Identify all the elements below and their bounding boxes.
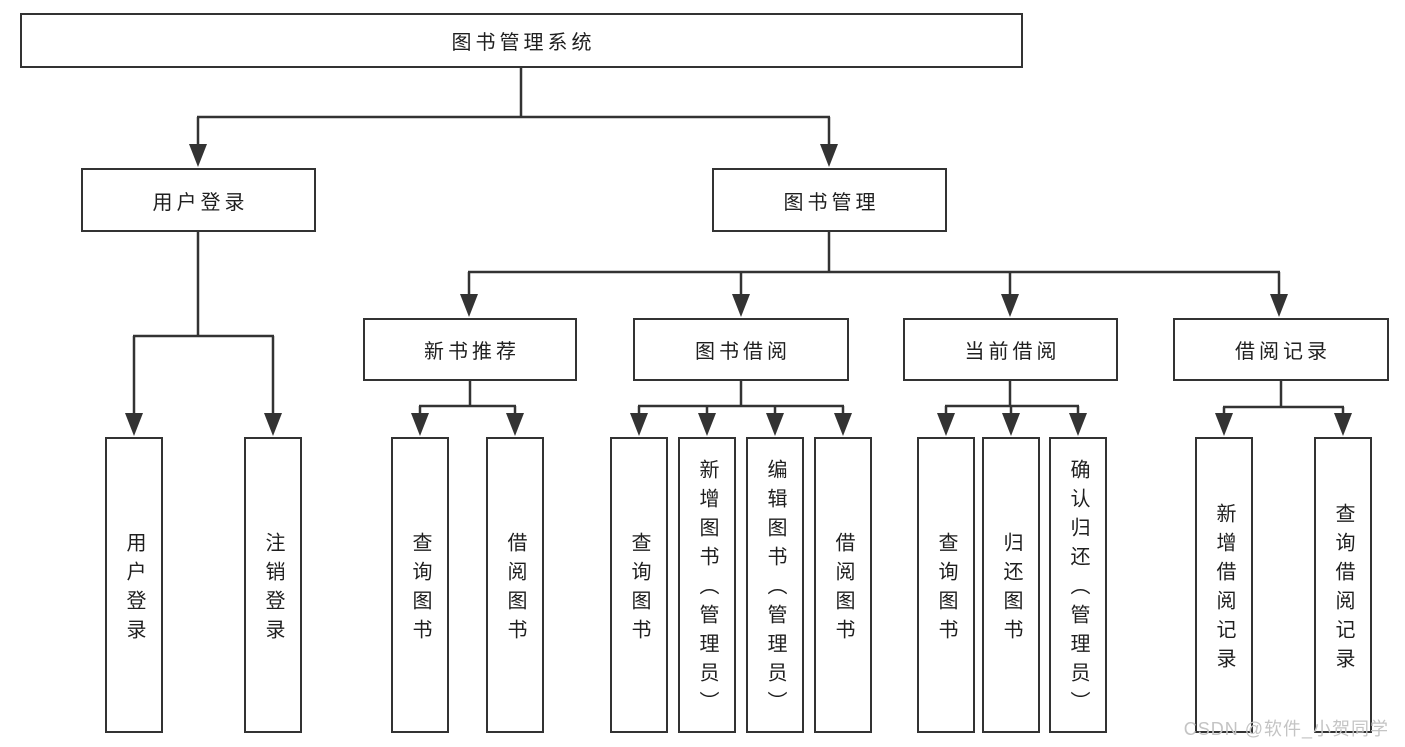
node-new-book-recommend: 新书推荐 bbox=[363, 318, 577, 381]
leaf-add-book-admin: 新增图书（管理员） bbox=[678, 437, 736, 733]
leaf-confirm-return-admin: 确认归还（管理员） bbox=[1049, 437, 1107, 733]
arrowhead bbox=[1334, 413, 1352, 436]
arrowhead bbox=[1069, 413, 1087, 436]
leaf-query-book-borrow: 查询图书 bbox=[610, 437, 668, 733]
csdn-watermark: CSDN @软件_小贺同学 bbox=[1183, 719, 1389, 739]
connector-book-mgmt-to-level3 bbox=[460, 232, 1288, 317]
arrowhead bbox=[264, 413, 282, 436]
node-current-borrow: 当前借阅 bbox=[903, 318, 1118, 381]
leaf-query-borrow-record: 查询借阅记录 bbox=[1314, 437, 1372, 733]
connector-root-to-level2 bbox=[189, 68, 838, 167]
leaf-query-book-current: 查询图书 bbox=[917, 437, 975, 733]
leaf-borrow-book-newrec: 借阅图书 bbox=[486, 437, 544, 733]
arrowhead bbox=[1270, 294, 1288, 317]
connector-user-login-children bbox=[125, 232, 282, 436]
connector-book-borrow-children bbox=[630, 381, 852, 436]
node-book-borrow: 图书借阅 bbox=[633, 318, 849, 381]
arrowhead bbox=[506, 413, 524, 436]
arrowhead bbox=[1002, 413, 1020, 436]
arrowhead bbox=[189, 144, 207, 167]
arrowhead bbox=[1001, 294, 1019, 317]
connector-current-borrow-children bbox=[937, 381, 1087, 436]
arrowhead bbox=[834, 413, 852, 436]
arrowhead bbox=[698, 413, 716, 436]
arrowhead bbox=[630, 413, 648, 436]
arrowhead bbox=[766, 413, 784, 436]
arrowhead bbox=[125, 413, 143, 436]
leaf-edit-book-admin: 编辑图书（管理员） bbox=[746, 437, 804, 733]
leaf-user-login: 用户登录 bbox=[105, 437, 163, 733]
arrowhead bbox=[1215, 413, 1233, 436]
node-user-login: 用户登录 bbox=[81, 168, 316, 232]
arrowhead bbox=[460, 294, 478, 317]
leaf-query-book-newrec: 查询图书 bbox=[391, 437, 449, 733]
leaf-add-borrow-record: 新增借阅记录 bbox=[1195, 437, 1253, 733]
connector-new-book-rec-children bbox=[411, 381, 524, 436]
arrowhead bbox=[937, 413, 955, 436]
connector-borrow-record-children bbox=[1215, 381, 1352, 436]
arrowhead bbox=[411, 413, 429, 436]
node-root-system: 图书管理系统 bbox=[20, 13, 1023, 68]
node-borrow-record: 借阅记录 bbox=[1173, 318, 1389, 381]
leaf-return-book: 归还图书 bbox=[982, 437, 1040, 733]
arrowhead bbox=[820, 144, 838, 167]
leaf-logout: 注销登录 bbox=[244, 437, 302, 733]
arrowhead bbox=[732, 294, 750, 317]
node-book-management: 图书管理 bbox=[712, 168, 947, 232]
leaf-borrow-book: 借阅图书 bbox=[814, 437, 872, 733]
